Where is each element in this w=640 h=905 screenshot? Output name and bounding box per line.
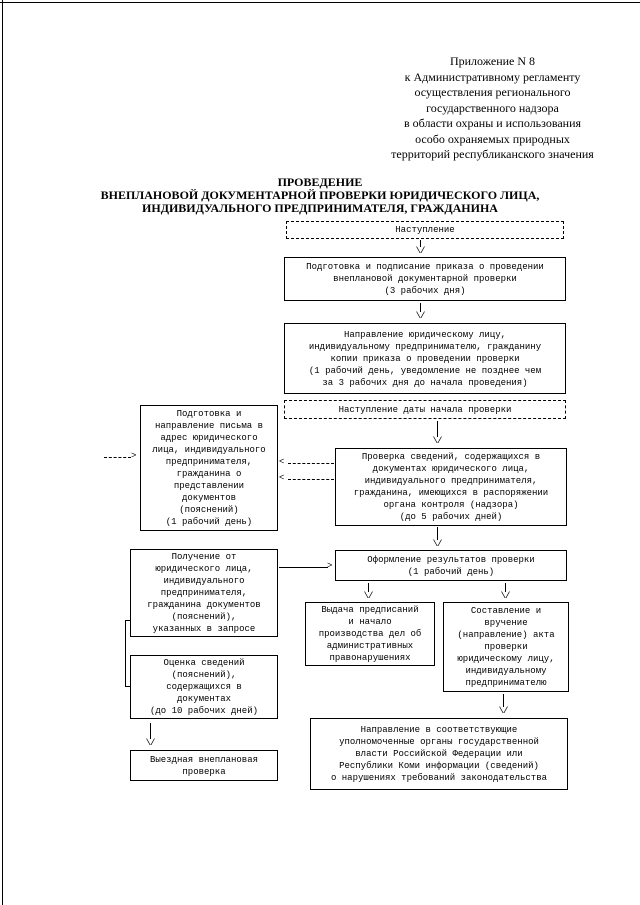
arrow-left-icon: < — [279, 457, 285, 467]
flow-box-results: Оформление результатов проверки (1 рабоч… — [335, 550, 567, 581]
flow-arrow-down: \/ — [498, 583, 512, 601]
arrow-stem — [502, 694, 504, 707]
connector-bracket-bottom — [125, 686, 130, 687]
flow-box-onsite-inspection: Выездная внеплановая проверка — [130, 750, 278, 781]
flow-box-start-date: Наступление даты начала проверки — [284, 400, 566, 419]
arrow-stem — [149, 723, 151, 739]
arrow-down-icon: \/ — [432, 436, 443, 446]
connector-dashed-request — [288, 463, 334, 464]
flow-box-send-order-copy: Направление юридическому лицу, индивидуа… — [284, 323, 566, 394]
arrow-stem — [367, 583, 369, 592]
flow-arrow-down: \/ — [143, 723, 157, 748]
arrow-down-icon: \/ — [415, 246, 426, 256]
flow-arrow-down: \/ — [496, 694, 510, 716]
flow-box-send-information: Направление в соответствующие уполномоче… — [310, 718, 568, 790]
arrow-right-icon: > — [131, 451, 137, 461]
connector-bracket-vertical — [125, 620, 126, 686]
arrow-down-icon: \/ — [415, 311, 426, 321]
page-title: ПРОВЕДЕНИЕ ВНЕПЛАНОВОЙ ДОКУМЕНТАРНОЙ ПРО… — [100, 175, 540, 215]
connector-dashed-request — [288, 479, 334, 480]
flow-arrow-down: \/ — [430, 421, 444, 446]
connector-bracket-top — [125, 620, 130, 621]
flow-arrow-down: \/ — [413, 303, 427, 321]
flow-box-event-start: Наступление — [286, 221, 564, 239]
arrow-down-icon: \/ — [498, 706, 509, 716]
arrow-down-icon: \/ — [432, 539, 443, 549]
flow-arrow-down: \/ — [413, 240, 427, 256]
appendix-header: Приложение N 8 к Административному регла… — [391, 54, 594, 161]
flow-box-prepare-order: Подготовка и подписание приказа о провед… — [284, 257, 566, 301]
arrow-stem — [419, 303, 421, 312]
connector-dashed-left-margin — [104, 457, 131, 458]
arrow-right-icon: > — [327, 561, 333, 571]
arrow-left-icon: < — [279, 473, 285, 483]
arrow-down-icon: \/ — [500, 591, 511, 601]
arrow-down-icon: \/ — [145, 738, 156, 748]
flow-box-prescriptions: Выдача предписаний и начало производства… — [305, 602, 435, 666]
page-border-top-line — [0, 2, 640, 3]
arrow-stem — [504, 583, 506, 592]
flow-box-act-delivery: Составление и вручение (направление) акт… — [443, 602, 569, 692]
page-border-left-line — [2, 0, 3, 905]
arrow-stem — [436, 527, 438, 540]
flow-box-documents-receipt: Получение от юридического лица, индивиду… — [130, 549, 278, 637]
flow-box-documents-check: Проверка сведений, содержащихся в докуме… — [335, 448, 567, 526]
flow-box-assessment: Оценка сведений (пояснений), содержащихс… — [130, 655, 278, 719]
flow-arrow-down: \/ — [430, 527, 444, 549]
flow-arrow-down: \/ — [361, 583, 375, 601]
arrow-down-icon: \/ — [363, 591, 374, 601]
arrow-stem — [419, 240, 421, 247]
flow-box-request-letter: Подготовка и направление письма в адрес … — [140, 405, 278, 531]
connector-receipt-results — [279, 567, 328, 568]
arrow-stem — [436, 421, 438, 437]
